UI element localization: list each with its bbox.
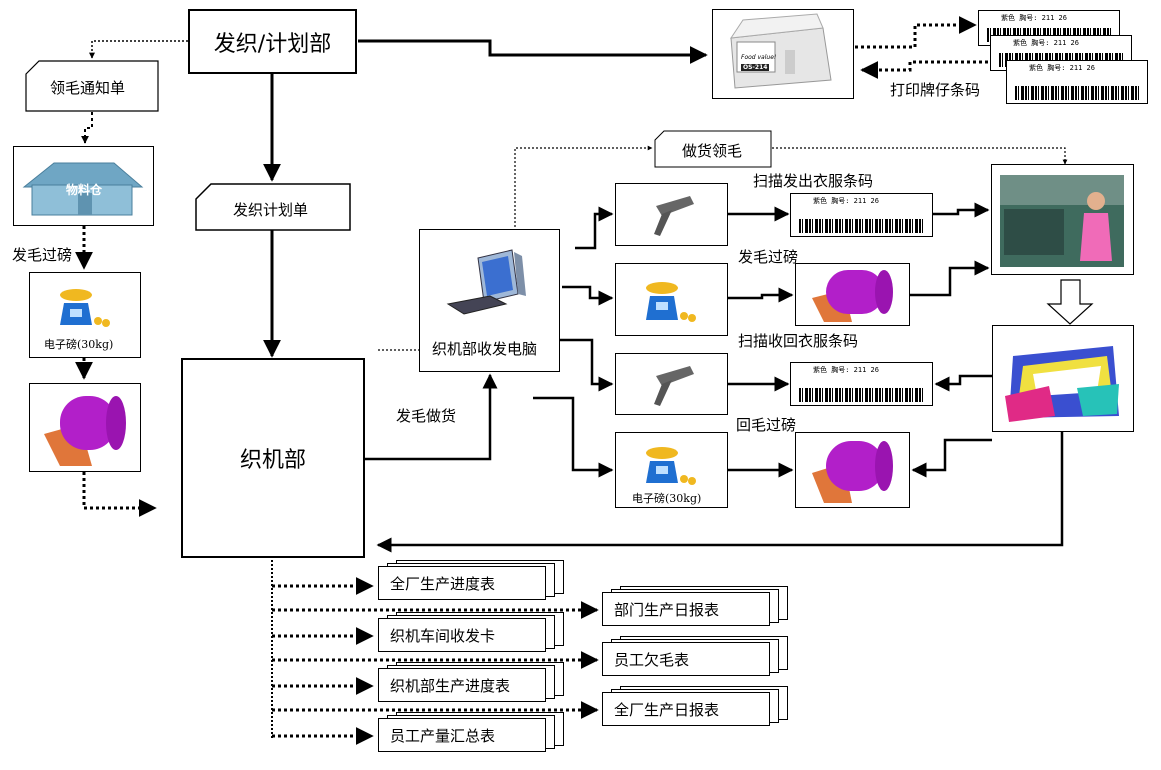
barcode-scanner-icon bbox=[654, 366, 694, 406]
barcode-back-text: 紫色 胸号: 211 26 bbox=[813, 366, 879, 374]
sweater-photo-box[interactable] bbox=[992, 325, 1134, 432]
printed-label-3-text: 紫色 胸号: 211 26 bbox=[1029, 64, 1095, 72]
arrow-computer-to-scanner-back bbox=[560, 338, 614, 392]
printer-text-1: Food value! bbox=[741, 54, 777, 61]
arrow-sweater-to-barcode-back bbox=[934, 374, 992, 392]
collect-wool-document[interactable] bbox=[654, 130, 772, 168]
computer-icon bbox=[446, 249, 526, 315]
report-left-2-label: 织机车间收发卡 bbox=[390, 627, 496, 645]
report-left-3-label: 织机部生产进度表 bbox=[390, 677, 511, 695]
computer-caption: 织机部收发电脑 bbox=[432, 340, 538, 358]
scale-left-caption: 电子磅(30kg) bbox=[44, 338, 114, 351]
arrow-computer-to-scale-out bbox=[562, 285, 614, 306]
worker-photo-box[interactable] bbox=[991, 164, 1134, 275]
issue-work-label: 发毛做货 bbox=[396, 407, 457, 425]
arrow-labels-to-printer bbox=[860, 60, 1000, 79]
report-right-3-label: 全厂生产日报表 bbox=[614, 701, 720, 719]
wool-notice-label: 领毛通知单 bbox=[50, 79, 126, 97]
arrow-yarn-to-dept bbox=[82, 472, 157, 517]
planning-dept-box[interactable]: 发织/计划部 bbox=[188, 9, 357, 74]
yarn-out-box[interactable] bbox=[795, 263, 910, 326]
arrow-notice-to-warehouse bbox=[81, 112, 93, 144]
yarn-cone-icon bbox=[812, 441, 893, 503]
barcode-scanner-icon bbox=[654, 196, 694, 236]
arrow-computer-to-scale-back bbox=[533, 396, 614, 478]
knit-plan-document[interactable] bbox=[195, 183, 351, 231]
printer-box[interactable]: Food value! OS-214 bbox=[712, 9, 854, 99]
hollow-arrow-down bbox=[1046, 279, 1094, 325]
report-left-4-label: 员工产量汇总表 bbox=[390, 727, 496, 745]
barcode-out-text: 紫色 胸号: 211 26 bbox=[813, 197, 879, 205]
knitting-dept-box[interactable]: 织机部 bbox=[181, 358, 365, 558]
warehouse-box[interactable]: 物料仓 bbox=[13, 146, 154, 226]
scale-icon bbox=[646, 447, 696, 485]
printed-label-3[interactable]: 紫色 胸号: 211 26 bbox=[1006, 60, 1148, 104]
planning-dept-label: 发织/计划部 bbox=[213, 31, 332, 57]
print-barcode-label: 打印牌仔条码 bbox=[890, 81, 981, 99]
scan-out-label: 扫描发出衣服条码 bbox=[753, 172, 874, 190]
scan-back-label: 扫描收回衣服条码 bbox=[738, 332, 859, 350]
computer-box[interactable]: 织机部收发电脑 bbox=[419, 229, 560, 372]
barcode-out[interactable]: 紫色 胸号: 211 26 bbox=[790, 193, 933, 237]
yarn-cone-icon bbox=[812, 270, 893, 322]
report-right-2-label: 员工欠毛表 bbox=[614, 651, 690, 669]
weigh-out-left-label: 发毛过磅 bbox=[12, 246, 73, 264]
arrow-yarn-to-worker bbox=[910, 260, 990, 297]
scale-out-box[interactable] bbox=[615, 263, 728, 336]
report-right-1-label: 部门生产日报表 bbox=[614, 601, 720, 619]
printer-text-2: OS-214 bbox=[741, 64, 770, 71]
arrow-computer-to-scanner-out bbox=[575, 206, 614, 250]
wool-notice-document[interactable] bbox=[25, 60, 159, 112]
weigh-back-label: 回毛过磅 bbox=[736, 416, 797, 434]
sweater-pile-photo bbox=[1005, 346, 1119, 422]
yarn-back-box[interactable] bbox=[795, 432, 910, 508]
knit-plan-label: 发织计划单 bbox=[233, 201, 309, 219]
weigh-out-right-label: 发毛过磅 bbox=[738, 248, 799, 266]
scanner-back-box[interactable] bbox=[615, 353, 728, 415]
label-printer-icon bbox=[729, 13, 832, 89]
arrow-plan-to-printer bbox=[358, 39, 708, 64]
scanner-out-box[interactable] bbox=[615, 183, 728, 246]
dotted-collect-to-photo bbox=[772, 147, 1068, 165]
arrow-sweater-to-dept bbox=[376, 432, 1064, 553]
warehouse-sign: 物料仓 bbox=[66, 183, 103, 197]
arrow-plan-to-notice bbox=[89, 40, 188, 59]
report-left-1-label: 全厂生产进度表 bbox=[390, 575, 496, 593]
scale-left-box[interactable]: 电子磅(30kg) bbox=[29, 272, 141, 358]
arrow-printer-to-labels bbox=[855, 16, 977, 49]
knitting-worker-photo bbox=[1000, 175, 1124, 267]
arrow-scale-to-yarn-out bbox=[728, 287, 794, 303]
arrow-barcode-to-worker bbox=[933, 202, 990, 218]
yarn-left-box[interactable] bbox=[29, 383, 141, 472]
knitting-dept-label: 织机部 bbox=[239, 448, 306, 473]
scale-icon bbox=[646, 282, 696, 322]
warehouse-icon bbox=[22, 162, 144, 216]
arrow-sweater-to-yarn-back bbox=[911, 438, 992, 478]
barcode-back[interactable]: 紫色 胸号: 211 26 bbox=[790, 362, 933, 406]
arrow-dept-to-computer bbox=[365, 373, 498, 461]
collect-wool-label: 做货领毛 bbox=[682, 142, 743, 160]
yarn-cone-icon bbox=[44, 396, 126, 466]
printed-label-2-text: 紫色 胸号: 211 26 bbox=[1013, 39, 1079, 47]
scale-back-box[interactable]: 电子磅(30kg) bbox=[615, 432, 728, 508]
printed-label-1-text: 紫色 胸号: 211 26 bbox=[1001, 14, 1067, 22]
scale-right-caption: 电子磅(30kg) bbox=[632, 492, 702, 505]
scale-icon bbox=[60, 289, 110, 327]
